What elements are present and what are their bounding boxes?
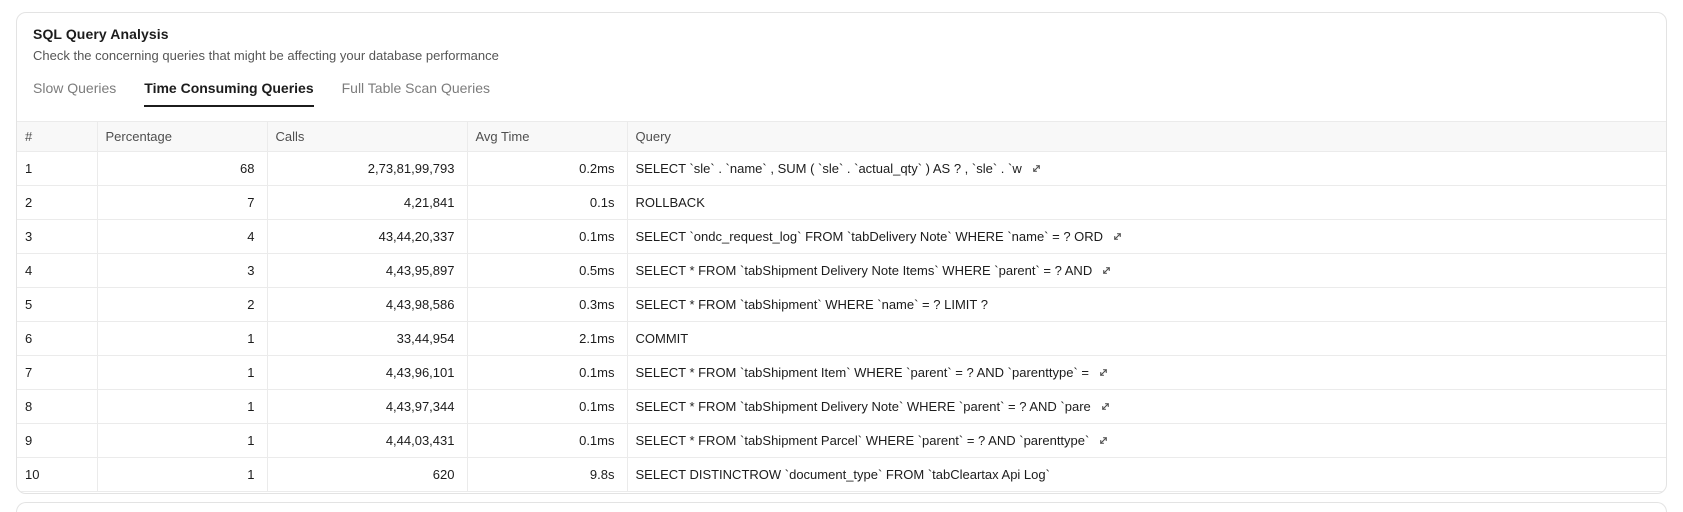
avg-time-cell: 0.1ms [467,423,628,458]
table-row: 1 68 2,73,81,99,793 0.2ms SELECT `sle` .… [17,151,1666,186]
table-row: 5 2 4,43,98,586 0.3ms SELECT * FROM `tab… [17,287,1666,322]
table-row: 10 1 620 9.8s SELECT DISTINCTROW `docume… [17,457,1666,492]
column-header-avg-time: Avg Time [467,121,628,152]
query-text: SELECT `ondc_request_log` FROM `tabDeliv… [635,229,1104,244]
row-number-cell: 2 [17,185,98,220]
percentage-cell: 7 [97,185,268,220]
column-header-query: Query [627,121,1666,152]
calls-cell: 4,44,03,431 [267,423,468,458]
avg-time-cell: 0.2ms [467,151,628,186]
query-text: SELECT `sle` . `name` , SUM ( `sle` . `a… [635,161,1022,176]
table-header: # Percentage Calls Avg Time Query [17,121,1666,152]
calls-cell: 4,21,841 [267,185,468,220]
query-table: # Percentage Calls Avg Time Query 1 68 2… [17,121,1666,492]
next-section-card-edge [16,502,1667,512]
tab-time-consuming-queries[interactable]: Time Consuming Queries [144,80,314,107]
table-body: 1 68 2,73,81,99,793 0.2ms SELECT `sle` .… [17,151,1666,492]
row-number-cell: 1 [17,151,98,186]
percentage-cell: 1 [97,423,268,458]
expand-query-icon[interactable] [1031,163,1042,174]
query-cell: SELECT * FROM `tabShipment Item` WHERE `… [627,355,1666,390]
query-text: COMMIT [635,331,689,346]
calls-cell: 4,43,98,586 [267,287,468,322]
expand-query-icon[interactable] [1098,435,1109,446]
row-number-cell: 9 [17,423,98,458]
query-text: SELECT * FROM `tabShipment Parcel` WHERE… [635,433,1090,448]
percentage-cell: 3 [97,253,268,288]
sql-query-analysis-card: SQL Query Analysis Check the concerning … [16,12,1667,494]
avg-time-cell: 0.1ms [467,219,628,254]
avg-time-cell: 0.3ms [467,287,628,322]
row-number-cell: 3 [17,219,98,254]
row-number-cell: 4 [17,253,98,288]
query-cell: ROLLBACK [627,185,1666,220]
percentage-cell: 1 [97,389,268,424]
avg-time-cell: 9.8s [467,457,628,492]
table-row: 3 4 43,44,20,337 0.1ms SELECT `ondc_requ… [17,219,1666,254]
avg-time-cell: 2.1ms [467,321,628,356]
calls-cell: 33,44,954 [267,321,468,356]
column-header-percentage: Percentage [97,121,268,152]
avg-time-cell: 0.5ms [467,253,628,288]
table-row: 9 1 4,44,03,431 0.1ms SELECT * FROM `tab… [17,423,1666,458]
row-number-cell: 7 [17,355,98,390]
row-number-cell: 10 [17,457,98,492]
query-text: SELECT * FROM `tabShipment Delivery Note… [635,263,1093,278]
percentage-cell: 1 [97,457,268,492]
query-text: SELECT * FROM `tabShipment Delivery Note… [635,399,1091,414]
calls-cell: 2,73,81,99,793 [267,151,468,186]
avg-time-cell: 0.1ms [467,389,628,424]
table-row: 2 7 4,21,841 0.1s ROLLBACK [17,185,1666,220]
query-text: ROLLBACK [635,195,705,210]
percentage-cell: 1 [97,355,268,390]
table-row: 8 1 4,43,97,344 0.1ms SELECT * FROM `tab… [17,389,1666,424]
query-cell: COMMIT [627,321,1666,356]
query-text: SELECT DISTINCTROW `document_type` FROM … [635,467,1050,482]
query-cell: SELECT DISTINCTROW `document_type` FROM … [627,457,1666,492]
column-header-number: # [17,121,98,152]
percentage-cell: 1 [97,321,268,356]
percentage-cell: 68 [97,151,268,186]
table-row: 6 1 33,44,954 2.1ms COMMIT [17,321,1666,356]
query-cell: SELECT `ondc_request_log` FROM `tabDeliv… [627,219,1666,254]
row-number-cell: 6 [17,321,98,356]
tab-slow-queries[interactable]: Slow Queries [33,80,117,96]
page-title: SQL Query Analysis [33,26,169,42]
query-text: SELECT * FROM `tabShipment Item` WHERE `… [635,365,1089,380]
expand-query-icon[interactable] [1098,367,1109,378]
expand-query-icon[interactable] [1112,231,1123,242]
column-header-calls: Calls [267,121,468,152]
query-tabs: Slow Queries Time Consuming Queries Full… [17,80,1666,107]
calls-cell: 43,44,20,337 [267,219,468,254]
table-row: 4 3 4,43,95,897 0.5ms SELECT * FROM `tab… [17,253,1666,288]
query-cell: SELECT * FROM `tabShipment Parcel` WHERE… [627,423,1666,458]
tab-full-table-scan-queries[interactable]: Full Table Scan Queries [341,80,490,96]
row-number-cell: 8 [17,389,98,424]
avg-time-cell: 0.1s [467,185,628,220]
calls-cell: 4,43,97,344 [267,389,468,424]
row-number-cell: 5 [17,287,98,322]
calls-cell: 620 [267,457,468,492]
query-cell: SELECT * FROM `tabShipment` WHERE `name`… [627,287,1666,322]
expand-query-icon[interactable] [1100,401,1111,412]
query-cell: SELECT * FROM `tabShipment Delivery Note… [627,253,1666,288]
card-header: SQL Query Analysis Check the concerning … [17,13,1666,63]
percentage-cell: 4 [97,219,268,254]
avg-time-cell: 0.1ms [467,355,628,390]
query-cell: SELECT `sle` . `name` , SUM ( `sle` . `a… [627,151,1666,186]
calls-cell: 4,43,96,101 [267,355,468,390]
page-subtitle: Check the concerning queries that might … [33,48,499,63]
table-row: 7 1 4,43,96,101 0.1ms SELECT * FROM `tab… [17,355,1666,390]
percentage-cell: 2 [97,287,268,322]
calls-cell: 4,43,95,897 [267,253,468,288]
query-text: SELECT * FROM `tabShipment` WHERE `name`… [635,297,988,312]
query-cell: SELECT * FROM `tabShipment Delivery Note… [627,389,1666,424]
expand-query-icon[interactable] [1101,265,1112,276]
